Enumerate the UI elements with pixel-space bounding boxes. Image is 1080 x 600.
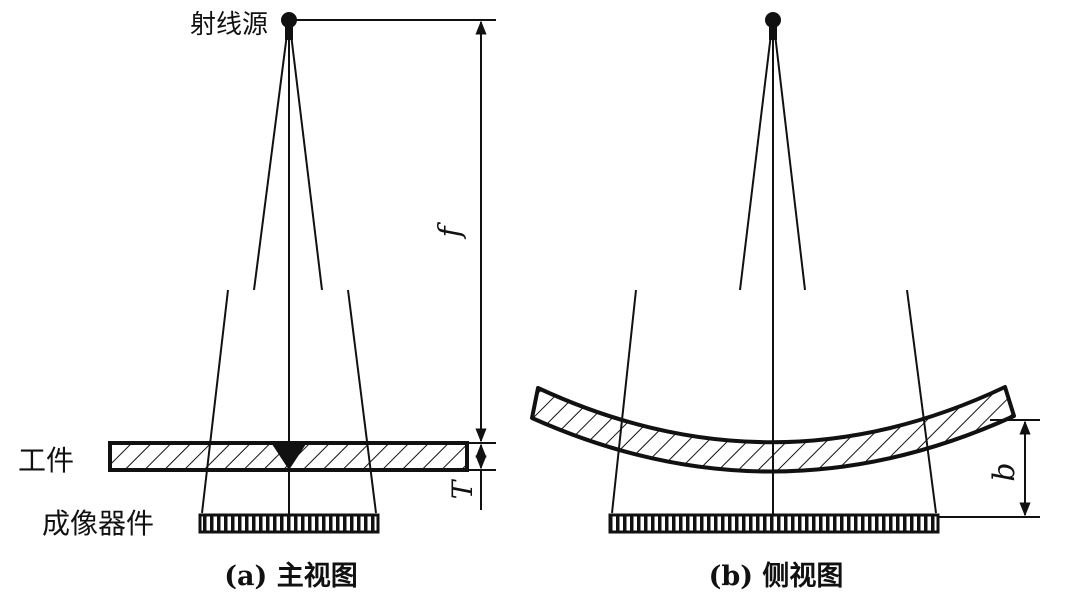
detector-side [608, 513, 940, 534]
thickness-label: T [446, 478, 479, 499]
side-view: b (b) 侧视图 [530, 12, 1040, 592]
detector-label: 成像器件 [42, 507, 154, 540]
detector-front [198, 513, 380, 534]
focal-distance-label: f [433, 222, 468, 240]
caption-front-view: (a) 主视图 [224, 561, 357, 592]
workpiece-side [530, 385, 1016, 474]
source-label: 射线源 [190, 10, 268, 40]
workpiece-label: 工件 [18, 444, 74, 477]
front-view: 射线源 工件 成像器件 f T (a) 主视图 [18, 10, 496, 592]
offset-label: b [987, 462, 1022, 481]
caption-side-view: (b) 侧视图 [709, 561, 844, 592]
weld-bead [270, 441, 308, 470]
